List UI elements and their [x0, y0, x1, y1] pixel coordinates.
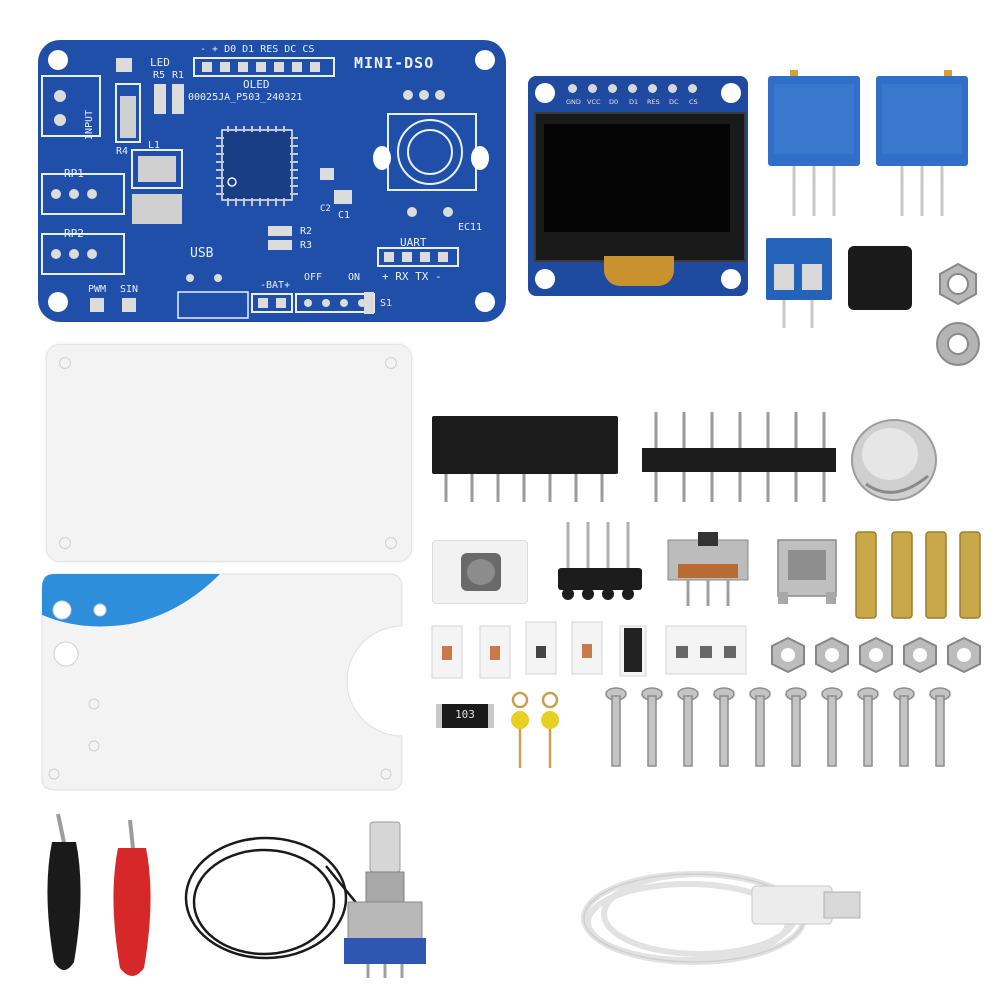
knob-cap-icon	[851, 419, 937, 501]
smd-resistor: 103	[436, 704, 494, 728]
pcb-label-r5: R5	[153, 70, 166, 81]
pcb-label-on: ON	[348, 272, 361, 283]
oled-pin-label-res: RES	[647, 98, 660, 106]
acrylic-plate-bottom	[41, 573, 403, 791]
washer-icon	[936, 322, 980, 366]
alligator-clip-black	[47, 813, 81, 970]
usb-cable	[581, 871, 861, 965]
pcb-label-uart: UART	[400, 236, 427, 249]
oled-module: GND VCC D0 D1 RES DC CS	[528, 76, 748, 296]
trimpot-right	[876, 70, 968, 216]
brass-standoffs	[855, 531, 981, 619]
pcb-label-led: LED	[150, 56, 170, 69]
smd-tape-pieces	[431, 621, 747, 679]
hex-nut-icon	[939, 262, 977, 306]
oled-mount-hole	[535, 269, 555, 289]
pcb-label-l1: L1	[148, 140, 161, 151]
pcb-silkscreen	[41, 57, 489, 319]
black-ic-chip	[848, 246, 912, 310]
rotary-encoder	[344, 821, 426, 978]
oled-pin-label-gnd: GND	[566, 98, 581, 106]
trimpot-left	[768, 70, 860, 216]
pcb-header-pins: - + D0 D1 RES DC CS	[200, 44, 315, 55]
pcb-label-s1: S1	[380, 298, 393, 309]
pcb-label-c1: C1	[338, 210, 351, 221]
right-angle-header	[558, 522, 642, 600]
pcb-label-r4: R4	[116, 146, 129, 157]
pcb-label-r2: R2	[300, 226, 313, 237]
oled-screen-active	[544, 124, 730, 232]
pcb-version: 00025JA_P503_240321	[188, 92, 303, 103]
pcb-label-usb: USB	[190, 246, 214, 261]
usb-c-connector	[777, 539, 837, 604]
pcb-title: MINI-DSO	[354, 54, 435, 72]
oled-pin-label-dc: DC	[669, 98, 679, 106]
pcb-mount-hole	[48, 292, 68, 312]
pcb-board: MINI-DSO 00025JA_P503_240321 LED - + D0 …	[38, 40, 506, 322]
buzzer-module	[432, 540, 528, 604]
smd-resistor-marking: 103	[455, 708, 475, 721]
oled-mount-hole	[721, 83, 741, 103]
female-pin-header	[432, 416, 618, 502]
terminal-block	[766, 238, 832, 328]
oled-pin-label-d1: D1	[629, 98, 639, 106]
slide-switch	[667, 532, 749, 606]
pcb-label-oled: OLED	[243, 78, 270, 91]
oled-pin-label-cs: CS	[689, 98, 698, 106]
oled-pin-label-vcc: VCC	[587, 98, 601, 106]
pcb-label-sin: SIN	[120, 284, 139, 295]
oled-flex-ribbon	[604, 256, 674, 286]
pcb-label-r1: R1	[172, 70, 185, 81]
screws-row	[605, 687, 951, 767]
test-point-pins	[511, 691, 559, 768]
male-pin-header	[642, 412, 836, 502]
pcb-label-bat: -BAT+	[260, 280, 291, 291]
pcb-mount-hole	[48, 50, 68, 70]
oled-mount-hole	[721, 269, 741, 289]
pcb-label-c2: C2	[320, 204, 331, 214]
pcb-mount-hole	[475, 292, 495, 312]
pcb-uart-pins: + RX TX -	[382, 270, 442, 283]
oled-mount-hole	[535, 83, 555, 103]
pcb-label-ec11: EC11	[458, 222, 483, 233]
acrylic-plate-top	[46, 344, 412, 562]
pcb-mount-hole	[475, 50, 495, 70]
oled-pin-label-d0: D0	[609, 98, 619, 106]
alligator-clip-red	[113, 819, 151, 976]
pcb-label-pwm: PWM	[88, 284, 107, 295]
pcb-label-off: OFF	[304, 272, 323, 283]
hex-nuts-row	[771, 636, 981, 674]
pcb-label-r3: R3	[300, 240, 313, 251]
